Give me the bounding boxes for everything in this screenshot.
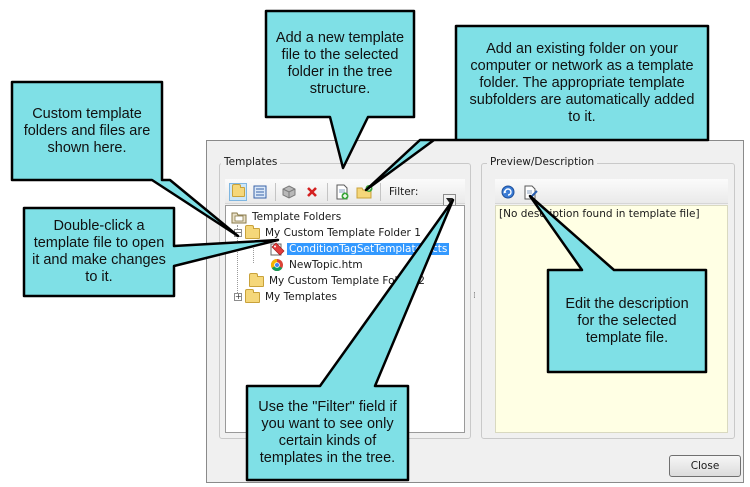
callout-edit-desc: Edit the description for the selected te…: [565, 295, 689, 346]
close-button[interactable]: Close: [669, 455, 741, 477]
toolbar-separator: [275, 183, 276, 201]
add-file-icon: [336, 184, 349, 200]
list-view-button[interactable]: [251, 183, 269, 201]
callout-add-file: Add a new template file to the selected …: [275, 30, 405, 97]
tree-item-newtopic[interactable]: NewTopic.htm: [270, 257, 365, 273]
chevron-down-icon: [446, 198, 453, 203]
tree-item-condition-tag-template[interactable]: ConditionTagSetTemplate.flcts: [270, 241, 450, 257]
close-button-label: Close: [690, 460, 720, 472]
edit-description-icon: [524, 185, 538, 199]
condition-tag-file-icon: [270, 242, 285, 256]
tree-item-custom-folder-1[interactable]: − My Custom Template Folder 1: [234, 224, 423, 241]
callout-add-folder: Add an existing folder on your computer …: [469, 40, 695, 125]
refresh-button[interactable]: [499, 183, 517, 201]
tree-item-label: My Templates: [265, 291, 337, 303]
edit-description-button[interactable]: [521, 183, 539, 201]
chrome-icon: [270, 259, 283, 272]
callout-filter: Use the "Filter" field if you want to se…: [258, 399, 397, 466]
toolbar-separator: [327, 183, 328, 201]
tree-item-custom-folder-2[interactable]: My Custom Template Folder 2: [249, 272, 427, 289]
tree-item-label: My Custom Template Folder 1: [265, 227, 421, 239]
splitter-handle[interactable]: ⁞: [473, 291, 476, 301]
tree-item-label: NewTopic.htm: [289, 259, 363, 271]
tree-item-template-folders[interactable]: Template Folders: [231, 209, 343, 225]
toolbar-separator: [380, 183, 381, 201]
add-file-button[interactable]: [333, 183, 351, 201]
templates-group-label: Templates: [221, 156, 281, 168]
tree-item-label: Template Folders: [252, 211, 342, 223]
templates-root-icon: [231, 212, 247, 224]
filter-label: Filter:: [389, 186, 419, 198]
add-folder-icon: [356, 185, 372, 199]
delete-button[interactable]: [303, 183, 321, 201]
folder-view-icon: [231, 184, 245, 197]
tree-item-label: My Custom Template Folder 2: [269, 275, 425, 287]
folder-icon: [249, 272, 264, 287]
expand-icon[interactable]: +: [234, 292, 242, 301]
callout-double-click: Double-click a template file to open it …: [32, 218, 166, 285]
add-folder-button[interactable]: [355, 183, 373, 201]
cube-icon: [282, 185, 296, 199]
description-text: [No description found in template file]: [499, 208, 700, 220]
collapse-icon[interactable]: −: [234, 228, 242, 237]
tree-item-label: ConditionTagSetTemplate.flcts: [287, 243, 450, 255]
cube-button[interactable]: [280, 183, 298, 201]
folder-view-button[interactable]: [229, 183, 247, 201]
tree-lines: [253, 241, 255, 263]
delete-icon: [307, 187, 317, 197]
folder-icon: [245, 224, 260, 239]
callout-custom-folders: Custom template folders and files are sh…: [23, 105, 151, 156]
list-view-icon: [253, 185, 267, 199]
refresh-icon: [501, 185, 515, 199]
preview-group-label: Preview/Description: [487, 156, 598, 168]
folder-icon: [245, 288, 260, 303]
tree-item-my-templates[interactable]: + My Templates: [234, 288, 339, 305]
